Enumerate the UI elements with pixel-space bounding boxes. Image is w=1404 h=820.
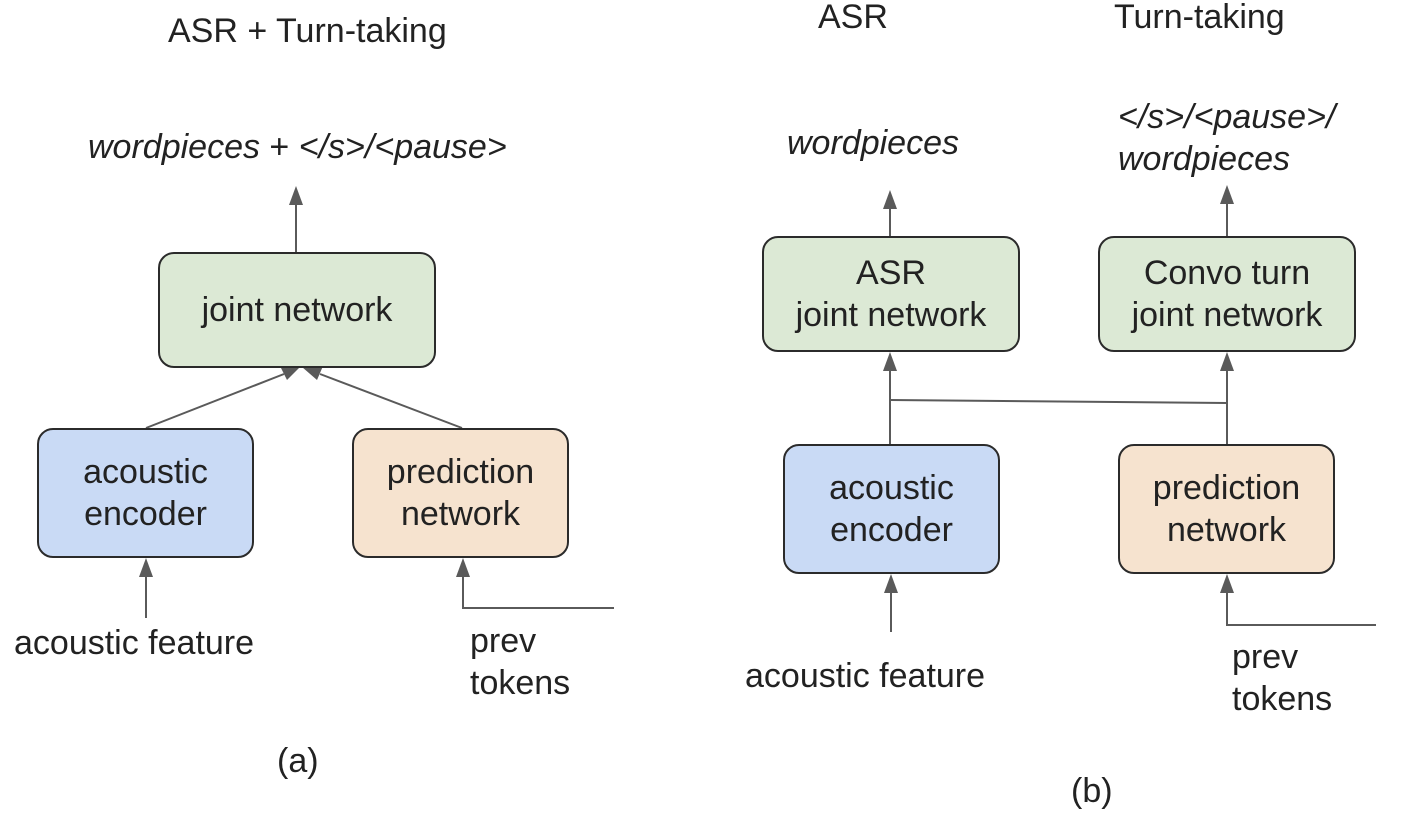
joint-network-box: joint network [158,252,436,368]
arrowhead [884,574,898,593]
arrowhead [883,190,897,209]
arrowhead [302,366,323,380]
turn-joint-label-line2: joint network [1131,296,1323,334]
encoder-label-line1: acoustic [83,453,208,491]
prediction-network-box-b: prediction network [1118,444,1335,574]
arrowhead [883,352,897,371]
output-wordpieces: wordpieces [88,128,260,166]
arrowhead [280,366,300,380]
turn-output-line2: wordpieces [1118,140,1290,178]
turn-output-line1: </s>/<pause>/ [1118,98,1336,136]
prev-tokens-line2-a: tokens [470,664,571,702]
turn-joint-label-line1: Convo turn [1143,254,1311,292]
output-plus: + [259,128,299,166]
prediction-to-joint-arrow-a [319,373,463,429]
asr-joint-network-box: ASR joint network [762,236,1020,352]
encoder-label-line2: encoder [84,495,207,533]
acoustic-encoder-box-b: acoustic encoder [783,444,1000,574]
joint-network-label: joint network [201,291,393,329]
prev-tokens-line1-b: prev [1232,638,1299,676]
encoder-label-line1: acoustic [829,469,954,507]
panel-a-output-label: wordpieces + </s>/<pause> [88,126,507,168]
arrowhead [289,186,303,205]
arrowhead [1220,185,1234,204]
asr-output-label: wordpieces [787,124,959,162]
prediction-network-box-a: prediction network [352,428,569,558]
arrowhead [1220,574,1234,593]
cross-connection-line [889,399,1228,404]
caption-b: (b) [1071,772,1113,810]
encoder-to-joint-arrow-a [145,373,285,429]
output-eos-pause: </s>/<pause> [298,128,507,166]
prediction-label-line1: prediction [1152,469,1301,507]
tokens-to-prediction-arrow-b [1226,592,1376,626]
acoustic-encoder-box-a: acoustic encoder [37,428,254,558]
arrowhead [1220,352,1234,371]
convo-turn-joint-network-box: Convo turn joint network [1098,236,1356,352]
asr-joint-label-line1: ASR [856,254,926,292]
caption-a: (a) [277,742,319,780]
encoder-label-line2: encoder [830,511,953,549]
tokens-to-prediction-arrow-a [462,576,614,609]
prev-tokens-line1-a: prev [470,622,537,660]
prediction-label-line2: network [400,495,521,533]
panel-b-asr-title: ASR [818,0,888,36]
panel-b-turn-title: Turn-taking [1114,0,1285,36]
acoustic-feature-label-a: acoustic feature [14,624,255,662]
prev-tokens-line2-b: tokens [1232,680,1333,718]
prediction-label-line1: prediction [386,453,535,491]
prediction-label-line2: network [1166,511,1287,549]
arrowhead [139,558,153,577]
asr-joint-label-line2: joint network [795,296,987,334]
panel-a-title: ASR + Turn-taking [168,12,447,50]
acoustic-feature-label-b: acoustic feature [745,657,986,695]
arrowhead [456,558,470,577]
